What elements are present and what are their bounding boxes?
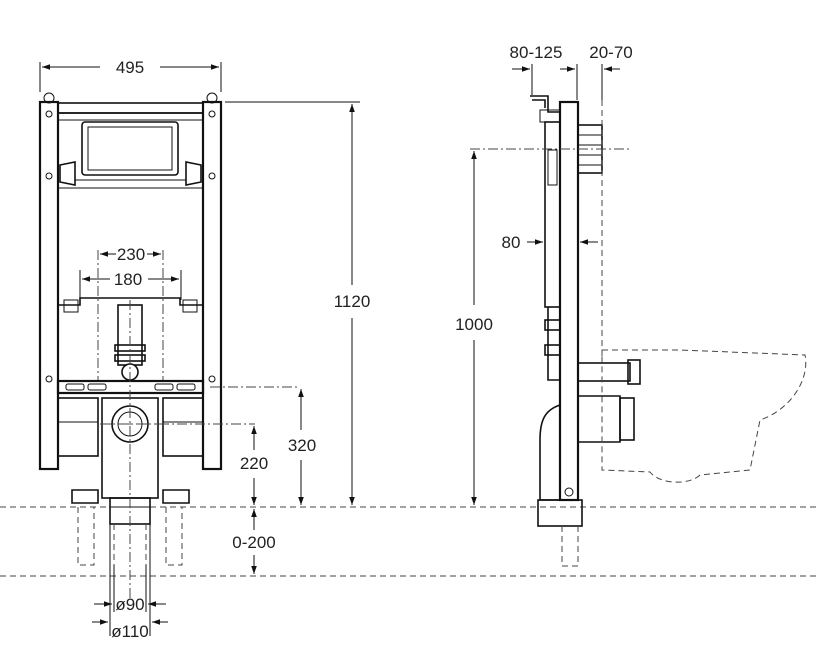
right-post (201, 100, 223, 471)
cistern-side (544, 121, 561, 308)
diameter-110-label: ø110 (111, 622, 149, 641)
height-320-label: 320 (288, 436, 316, 455)
height-220-label: 220 (240, 454, 268, 473)
side-post (558, 100, 580, 502)
front-dimensions: 495 230 180 1120 320 220 0-200 (39, 58, 371, 641)
top-hook (530, 95, 560, 113)
height-1120-label: 1120 (334, 292, 371, 311)
wall-hung-bowl (601, 349, 807, 483)
height-1000-label: 1000 (455, 315, 493, 334)
floor-adjust-label: 0-200 (232, 533, 275, 552)
offset-80-125-label: 80-125 (510, 43, 563, 62)
thickness-20-70-label: 20-70 (589, 43, 632, 62)
flush-plate-opening (81, 121, 179, 176)
drain-pipe-side (537, 499, 583, 527)
diameter-90-label: ø90 (115, 595, 144, 614)
flush-plate-inner (87, 126, 173, 171)
spacing-180-label: 180 (114, 270, 142, 289)
side-view (470, 80, 807, 567)
top-rail (57, 102, 204, 114)
drain-bend (577, 395, 621, 443)
width-dimension-label: 495 (116, 58, 144, 77)
front-view (38, 92, 300, 600)
cistern-body (57, 112, 204, 306)
left-post (38, 100, 60, 471)
spacing-230-label: 230 (117, 245, 145, 264)
offset-80-label: 80 (502, 233, 521, 252)
side-dimensions: 80-125 20-70 1000 80 (455, 43, 633, 505)
flush-connector-side (577, 362, 631, 382)
